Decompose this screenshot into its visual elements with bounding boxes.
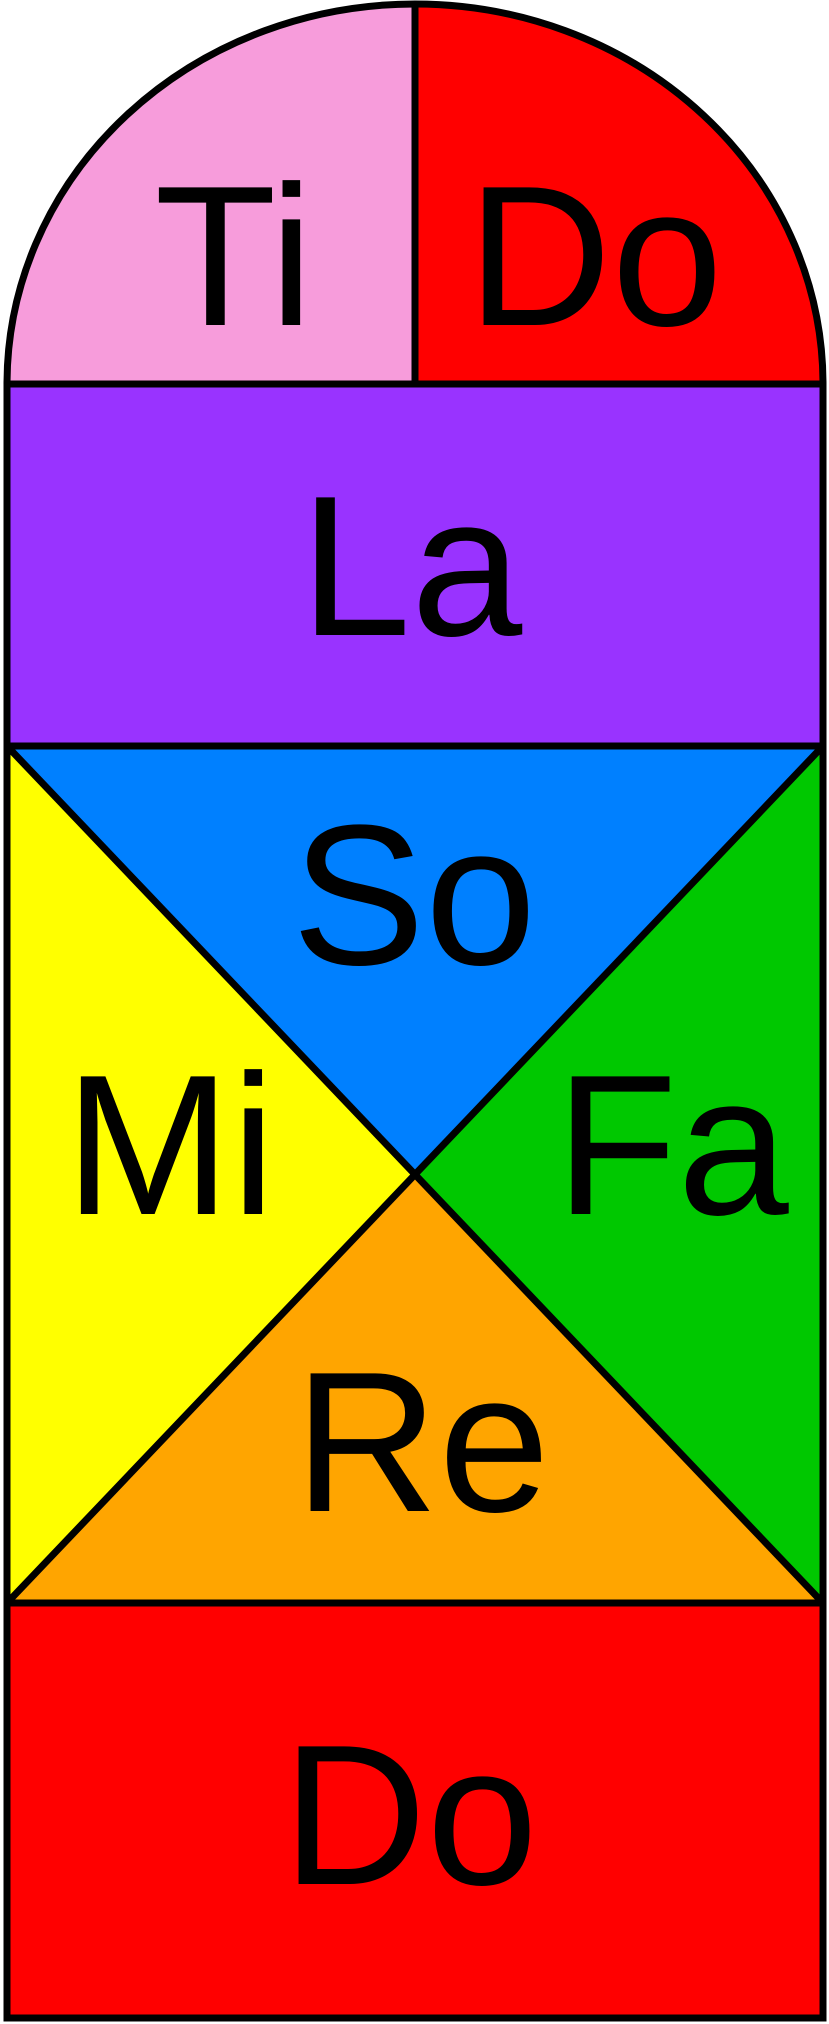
ti-region — [7, 4, 415, 384]
so-label: So — [292, 784, 537, 1007]
ti-label: Ti — [154, 145, 313, 368]
la-region — [7, 384, 823, 746]
do-bottom-region — [7, 1603, 823, 2018]
re-label: Re — [294, 1331, 550, 1554]
so-region — [7, 746, 823, 1175]
diagonal-up — [4, 743, 826, 1606]
outlines — [3, 0, 827, 2022]
la-label: La — [300, 455, 523, 678]
outer-outline — [3, 0, 827, 2022]
re-region — [7, 1175, 823, 1603]
fa-label: Fa — [555, 1034, 789, 1257]
do-bottom-label: Do — [282, 1704, 538, 1927]
fa-region — [415, 746, 823, 1603]
do-top-region — [415, 4, 823, 384]
mi-label: Mi — [64, 1034, 275, 1257]
mi-region — [7, 746, 415, 1603]
do-top-label: Do — [467, 145, 723, 368]
